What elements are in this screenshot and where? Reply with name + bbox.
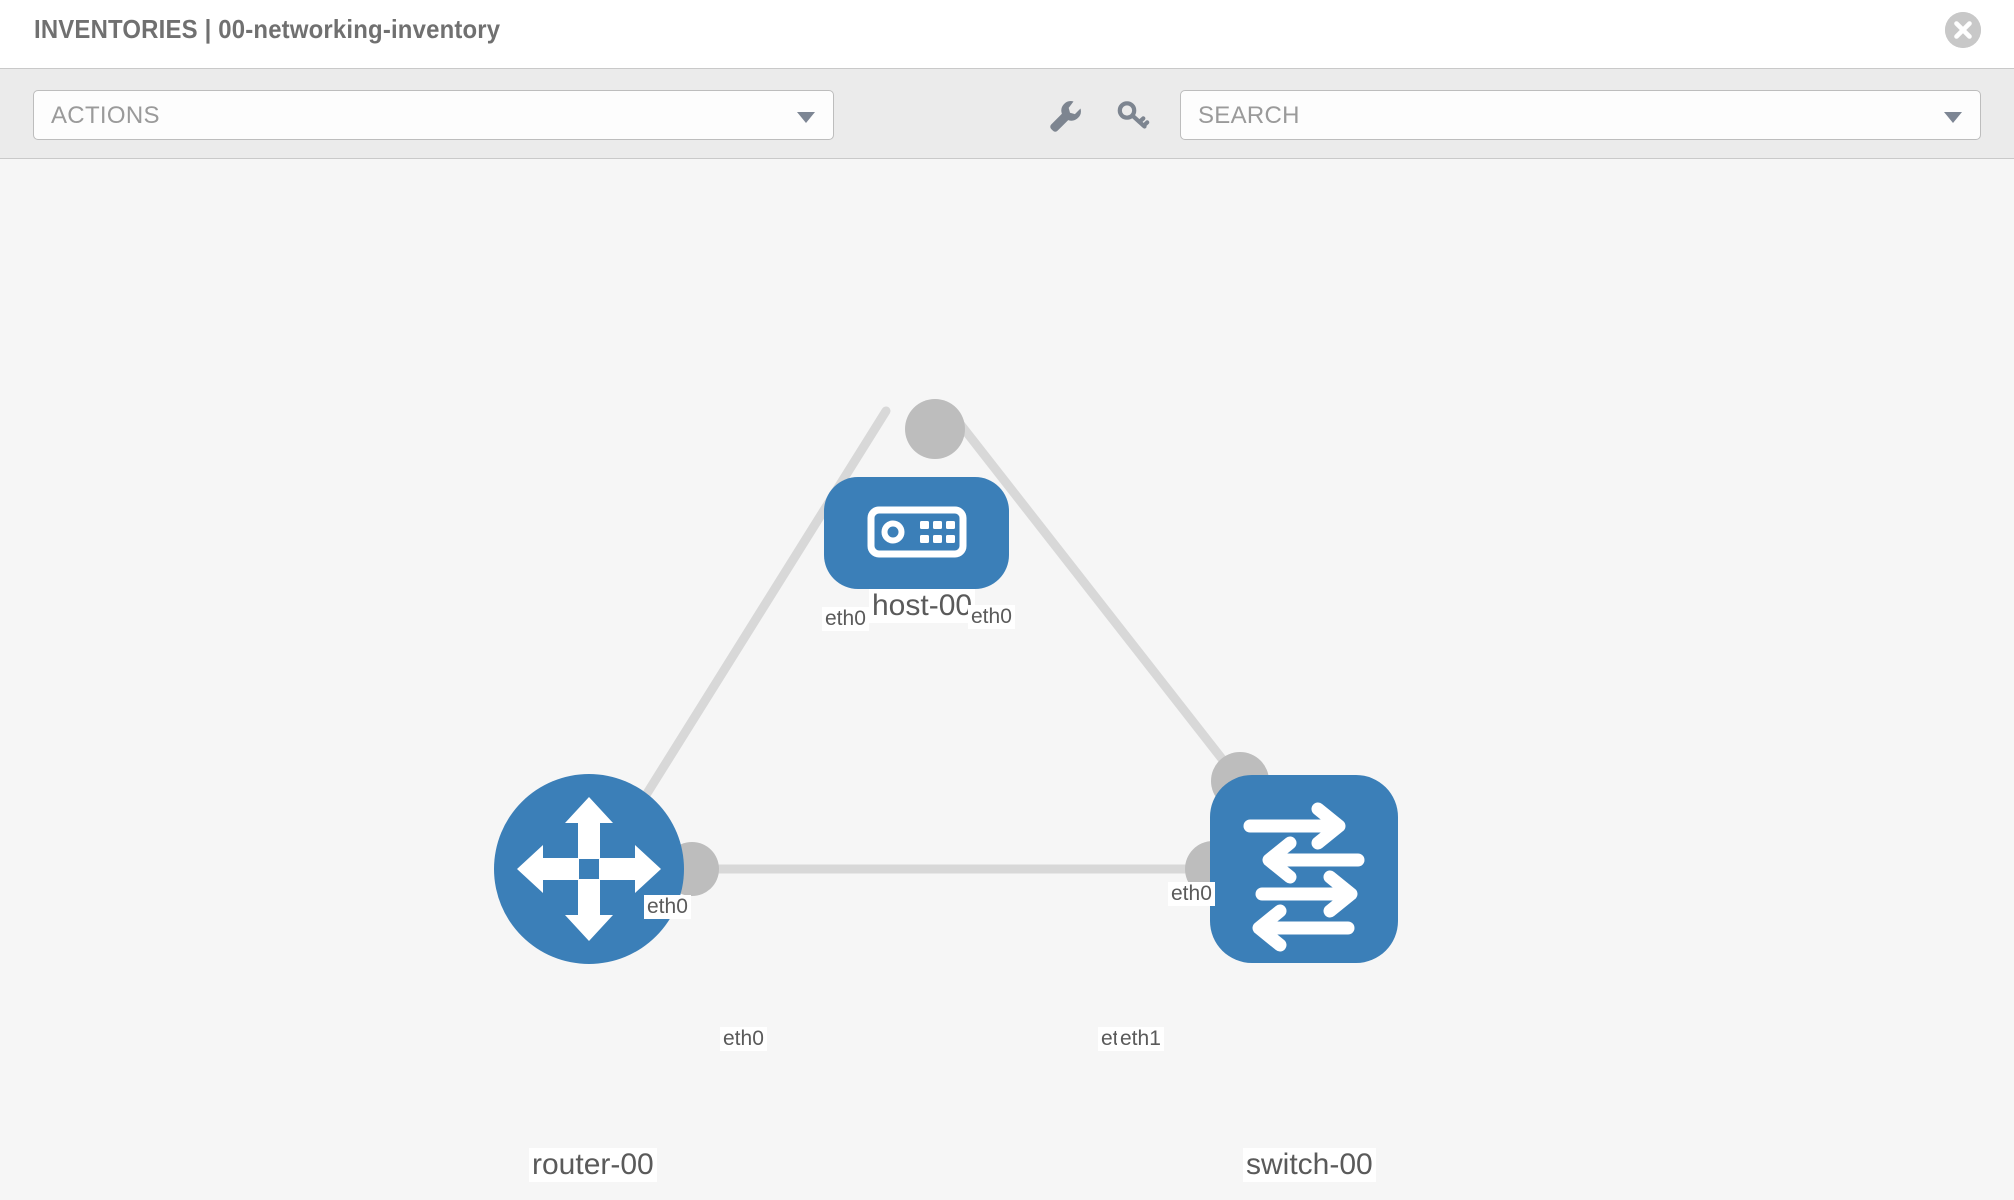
node-label-switch-00: switch-00: [1243, 1148, 1376, 1182]
iface-label-switch-up: eth0: [1168, 882, 1215, 907]
node-router-00[interactable]: [494, 774, 684, 964]
iface-label-host-left: eth0: [822, 607, 869, 632]
search-placeholder: SEARCH: [1198, 102, 1300, 129]
close-icon[interactable]: [1945, 12, 1981, 48]
server-icon: [867, 506, 967, 558]
link-host-router: [631, 406, 891, 816]
node-label-host-00: host-00: [869, 589, 976, 623]
wrench-icon[interactable]: [1045, 97, 1085, 135]
key-icon[interactable]: [1113, 97, 1153, 135]
chevron-down-icon: [797, 112, 815, 123]
node-switch-00[interactable]: [1210, 775, 1398, 963]
node-host-00[interactable]: [824, 477, 1009, 589]
iface-label-host-right: eth0: [968, 605, 1015, 630]
iface-label-router-up: eth0: [644, 895, 691, 920]
page-title: INVENTORIES | 00-networking-inventory: [34, 14, 501, 44]
iface-label-router-right: eth0: [720, 1027, 767, 1052]
topology-graph: [494, 399, 1398, 964]
topology-links: [631, 406, 1249, 874]
chevron-down-icon: [1944, 112, 1962, 123]
actions-dropdown[interactable]: ACTIONS: [33, 90, 834, 140]
router-arrows-icon: [517, 797, 661, 941]
link-host-switch: [945, 406, 1249, 792]
page-header: INVENTORIES | 00-networking-inventory: [0, 0, 2014, 68]
toolbar: ACTIONS SEARCH: [0, 68, 2014, 159]
topology-ports: [665, 399, 1269, 897]
search-input[interactable]: SEARCH: [1180, 90, 1981, 140]
node-label-router-00: router-00: [529, 1148, 657, 1182]
actions-dropdown-label: ACTIONS: [51, 102, 160, 129]
port-host-bottom: [905, 399, 965, 459]
topology-canvas[interactable]: eth0 host-00 eth0 eth0 eth0 eth0 eth0 et…: [0, 159, 2014, 1200]
switch-arrows-icon: [1243, 802, 1365, 952]
iface-label-switch-left-over: eth1: [1117, 1027, 1164, 1052]
